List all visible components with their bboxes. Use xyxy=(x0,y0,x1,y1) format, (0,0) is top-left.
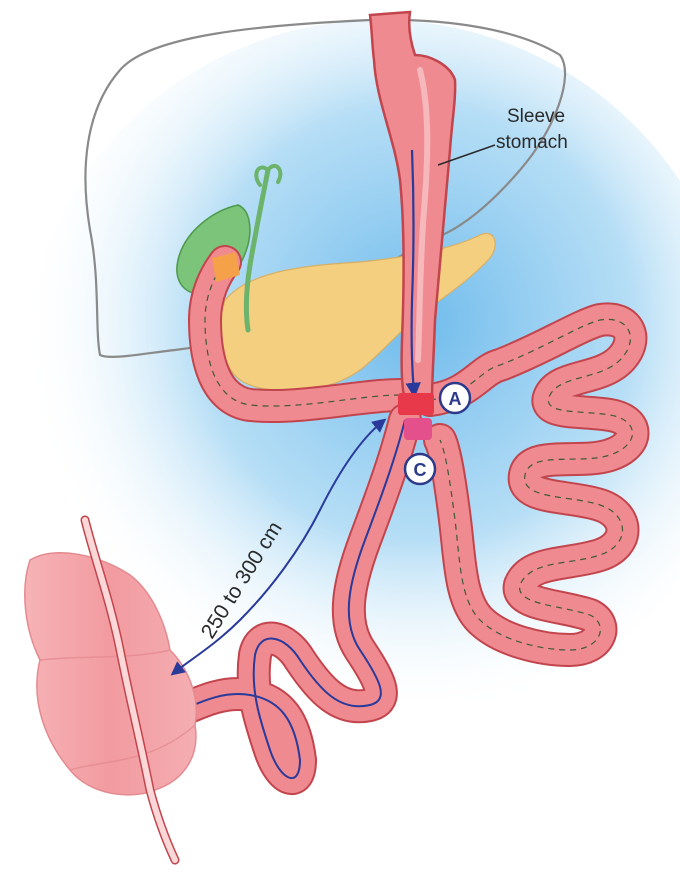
sleeve-label-line1: Sleeve xyxy=(507,106,565,127)
anastomosis-band xyxy=(398,393,434,415)
marker-c: C xyxy=(405,454,435,484)
marker-c-text: C xyxy=(414,460,427,480)
anastomosis-ileal-limb xyxy=(404,418,432,440)
marker-a-text: A xyxy=(449,389,462,409)
sleeve-label-line2: stomach xyxy=(496,132,568,153)
marker-a: A xyxy=(440,383,470,413)
